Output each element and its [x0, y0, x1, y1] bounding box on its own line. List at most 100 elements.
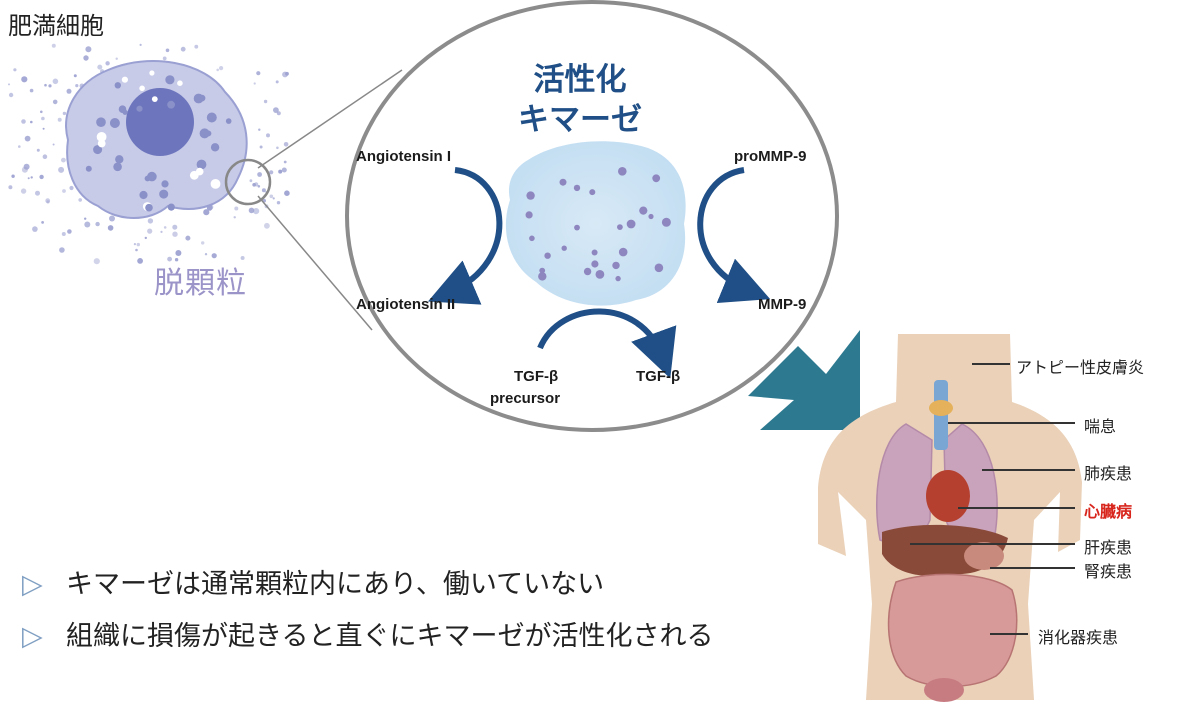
- cloud-granule-dot: [573, 184, 581, 192]
- granule-dot: [44, 83, 47, 87]
- granule-dot: [78, 198, 82, 202]
- granule-dot: [57, 117, 62, 122]
- disease-lung: 肺疾患: [1084, 464, 1133, 483]
- granule-dot: [234, 206, 239, 211]
- granule-dot: [269, 170, 274, 175]
- granule-dot: [240, 256, 245, 260]
- granule-dot: [21, 119, 26, 124]
- mast-cell-icon: [8, 43, 290, 265]
- granule-dot: [147, 171, 157, 182]
- tgf-precursor-label-1: TGF-β: [514, 368, 559, 385]
- granule-dot: [204, 253, 208, 256]
- cloud-granule-dot: [525, 211, 533, 219]
- cloud-granule-dot: [583, 267, 592, 276]
- granule-dot: [177, 80, 183, 86]
- mast-cell-label: 肥満細胞: [8, 12, 104, 40]
- big-arrow-icon: [748, 330, 860, 430]
- active-chymase-title: 活性化 キマーゼ: [480, 60, 680, 140]
- granule-dot: [163, 226, 167, 229]
- granule-dot: [160, 230, 163, 233]
- cloud-granule-dot: [526, 191, 535, 200]
- granule-dot: [109, 118, 120, 128]
- granule-dot: [30, 120, 33, 124]
- granule-dot: [283, 142, 289, 147]
- granule-dot: [167, 100, 176, 109]
- granule-dot: [257, 172, 262, 177]
- triangle-bullet-icon: ▷: [22, 621, 43, 652]
- disease-heart: 心臓病: [1084, 502, 1133, 521]
- granule-dot: [11, 174, 15, 178]
- granule-dot: [203, 209, 210, 216]
- cloud-granule-dot: [612, 261, 620, 270]
- granule-dot: [109, 215, 115, 222]
- disease-atopic-dermatitis: アトピー性皮膚炎: [1016, 358, 1145, 377]
- granule-dot: [114, 82, 122, 89]
- granule-dot: [136, 105, 143, 112]
- granule-dot: [42, 127, 45, 130]
- granule-dot: [233, 216, 236, 219]
- granule-dot: [263, 99, 268, 104]
- granule-dot: [165, 75, 175, 85]
- granule-dot: [45, 198, 51, 204]
- granule-dot: [278, 169, 283, 174]
- cloud-granule-dot: [639, 206, 648, 215]
- cloud-granule-dot: [618, 167, 627, 176]
- reaction-arrow-icon: [537, 308, 677, 379]
- granule-dot: [73, 74, 77, 78]
- human-body-icon: [818, 334, 1082, 702]
- chymase-cloud: [505, 141, 686, 306]
- granule-dot: [210, 179, 221, 189]
- granule-dot: [139, 85, 145, 92]
- cloud-granule-dot: [661, 217, 671, 227]
- cloud-granule-dot: [595, 270, 605, 279]
- granule-dot: [261, 188, 266, 193]
- granule-dot: [175, 250, 182, 256]
- mmp9-label: MMP-9: [758, 296, 807, 313]
- granule-dot: [275, 80, 279, 84]
- granule-dot: [30, 176, 33, 179]
- granule-dot: [257, 185, 261, 188]
- cloud-granule-dot: [617, 224, 623, 231]
- granule-dot: [205, 130, 212, 137]
- granule-dot: [216, 68, 219, 72]
- granule-dot: [84, 221, 91, 228]
- granule-dot: [136, 242, 140, 247]
- granule-dot: [193, 93, 204, 104]
- granule-dot: [24, 135, 31, 142]
- granule-dot: [147, 218, 154, 224]
- granule-dot: [113, 162, 122, 172]
- granule-dot: [20, 188, 27, 194]
- granule-dot: [145, 203, 153, 212]
- nucleus: [126, 88, 194, 156]
- zoom-lens-icon: [224, 69, 403, 331]
- granule-dot: [194, 44, 199, 49]
- granule-dot: [174, 258, 179, 262]
- granule-dot: [93, 258, 100, 265]
- granule-dot: [139, 43, 142, 47]
- granule-dot: [83, 55, 89, 61]
- granule-dot: [284, 190, 290, 196]
- granule-dot: [69, 185, 74, 191]
- granule-dot: [32, 226, 38, 232]
- granule-dot: [259, 145, 263, 149]
- granule-dot: [35, 190, 40, 196]
- granule-dot: [147, 228, 153, 234]
- granule-dot: [121, 76, 128, 83]
- cloud-granule-dot: [559, 178, 567, 186]
- granule-dot: [219, 66, 224, 71]
- granule-dot: [62, 189, 66, 193]
- disease-kidney: 腎疾患: [1084, 562, 1133, 581]
- cloud-granule-dot: [574, 224, 580, 231]
- granule-dot: [122, 109, 128, 115]
- bullet-item: ▷組織に損傷が起きると直ぐにキマーゼが活性化される: [22, 614, 713, 653]
- granule-dot: [266, 133, 270, 138]
- granule-dot: [210, 143, 220, 152]
- granule-dot: [115, 155, 124, 164]
- bullet-item: ▷キマーゼは通常顆粒内にあり、働いていない: [22, 562, 604, 601]
- triangle-bullet-icon: ▷: [22, 569, 43, 600]
- cloud-granules: [525, 167, 671, 282]
- granule-dot: [97, 139, 106, 148]
- granule-dot: [283, 160, 287, 164]
- granule-dot: [105, 61, 110, 66]
